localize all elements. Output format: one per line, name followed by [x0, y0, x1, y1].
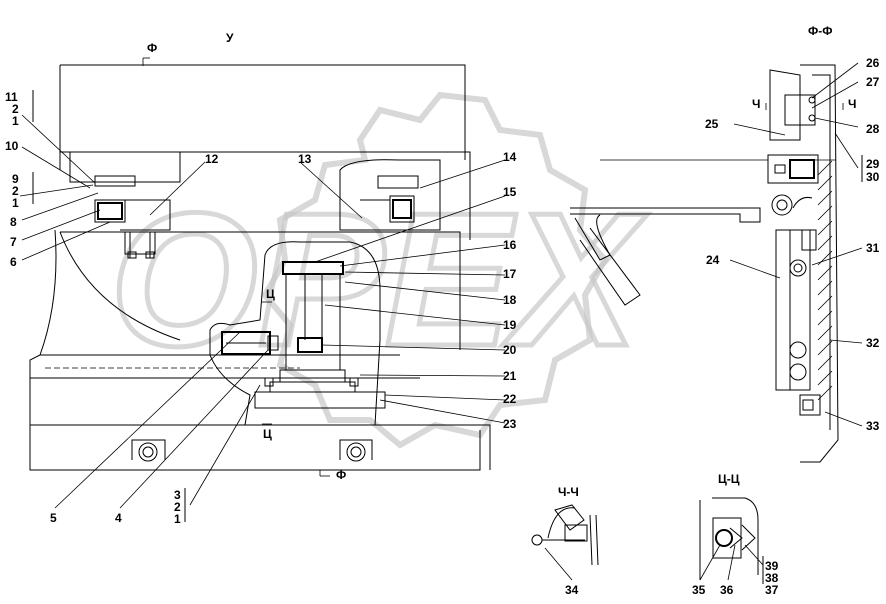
callout-29: 29: [866, 157, 880, 171]
callout-36: 36: [720, 583, 734, 597]
cut-mark-ts-top: Ц: [266, 287, 275, 301]
main-view: Ф Ф Ц Ц У: [29, 31, 491, 482]
callout-5: 5: [50, 511, 57, 525]
callout-2c: 2: [174, 500, 181, 514]
callout-7: 7: [10, 235, 17, 249]
callout-34: 34: [565, 583, 579, 597]
cut-mark-f-bottom: Ф: [336, 468, 346, 482]
callout-22: 22: [503, 392, 517, 406]
cut-mark-ch-left: Ч: [752, 97, 760, 111]
callout-25: 25: [705, 117, 719, 131]
callout-39: 39: [765, 559, 779, 573]
cut-mark-f-top: Ф: [147, 41, 157, 55]
callout-24: 24: [706, 253, 720, 267]
callout-3: 3: [174, 488, 181, 502]
callout-32: 32: [866, 336, 880, 350]
cut-mark-ch-right: Ч: [848, 97, 856, 111]
callout-6: 6: [10, 255, 17, 269]
callout-27: 27: [866, 75, 880, 89]
view-label-main: У: [226, 31, 234, 45]
section-chch: Ч-Ч: [531, 485, 599, 581]
callout-28: 28: [866, 122, 880, 136]
hatching-ff: [817, 160, 833, 401]
callout-37: 37: [765, 583, 779, 597]
callout-26: 26: [866, 56, 880, 70]
callout-labels: 11 2 1 10 9 2 1 8 7 6 12 13 14 15 16 17 …: [5, 56, 880, 597]
callout-9: 9: [12, 172, 19, 186]
callout-38: 38: [765, 571, 779, 585]
callout-10: 10: [5, 139, 19, 153]
callout-2b: 2: [12, 184, 19, 198]
section-tsts: Ц-Ц: [699, 472, 764, 584]
callout-33: 33: [866, 419, 880, 433]
callout-21: 21: [503, 369, 517, 383]
callout-19: 19: [503, 318, 517, 332]
cut-mark-ts-bottom: Ц: [263, 427, 272, 441]
callout-1a: 1: [12, 114, 19, 128]
callout-35: 35: [692, 583, 706, 597]
callout-8: 8: [10, 215, 17, 229]
callout-18: 18: [503, 293, 517, 307]
view-label-tsts: Ц-Ц: [718, 472, 740, 486]
callout-12: 12: [205, 152, 219, 166]
callout-14: 14: [503, 150, 517, 164]
callout-13: 13: [298, 152, 312, 166]
callout-4: 4: [115, 511, 122, 525]
callout-16: 16: [503, 238, 517, 252]
callout-20: 20: [503, 343, 517, 357]
callout-31: 31: [866, 241, 880, 255]
callout-30: 30: [866, 170, 880, 184]
leader-lines-main: [19, 90, 506, 522]
callout-1c: 1: [174, 512, 181, 526]
callout-11: 11: [5, 90, 18, 104]
callout-2a: 2: [12, 102, 19, 116]
callout-23: 23: [503, 417, 517, 431]
callout-15: 15: [503, 185, 517, 199]
callout-1b: 1: [12, 196, 19, 210]
view-label-chch: Ч-Ч: [558, 485, 579, 499]
callout-17: 17: [503, 267, 517, 281]
leader-lines-ff: [600, 62, 863, 427]
section-ff: Ф-Ф Ч Ч: [570, 24, 856, 463]
view-label-ff: Ф-Ф: [808, 24, 832, 38]
